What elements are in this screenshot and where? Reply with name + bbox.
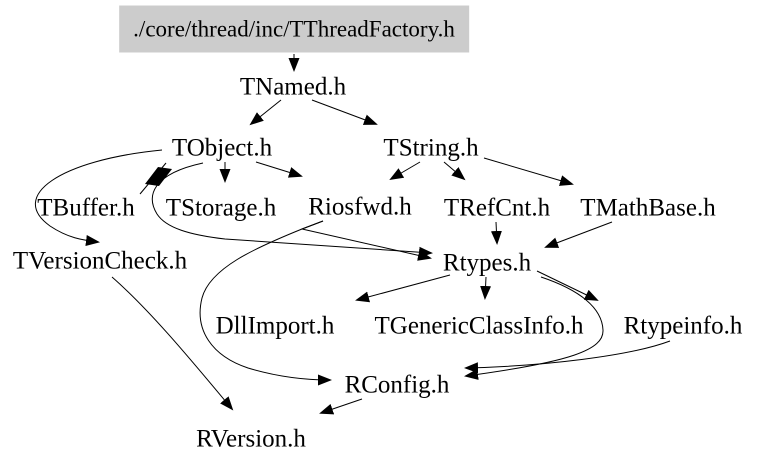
edge-tnamed-to-tobject [249, 99, 282, 126]
edge-rtypes-to-tgenericclassinfo [480, 276, 492, 300]
edge-tstring-to-trefcnt [443, 161, 466, 181]
node-tbuffer[interactable]: TBuffer.h [37, 194, 135, 222]
edge-rtypes-to-rconfig [464, 276, 604, 380]
node-tnamed[interactable]: TNamed.h [239, 73, 347, 101]
edge-tmathbase-to-rtypes [544, 221, 613, 248]
node-trefcnt[interactable]: TRefCnt.h [443, 194, 551, 222]
edge-riosfwd-to-rconfig [199, 220, 332, 386]
node-rconfig[interactable]: RConfig.h [344, 371, 450, 399]
edge-tobject-to-rtypes [151, 162, 433, 258]
node-tstorage[interactable]: TStorage.h [165, 194, 277, 222]
edge-tnamed-to-tstring [311, 99, 378, 125]
edge-rconfig-to-rversion [319, 398, 363, 415]
edge-tobject-to-tversioncheck [35, 149, 163, 246]
edge-riosfwd-to-rtypes [300, 220, 432, 261]
edge-rtypes-to-dllimport [355, 274, 451, 303]
node-tobject[interactable]: TObject.h [171, 134, 273, 162]
node-rversion[interactable]: RVersion.h [196, 425, 306, 453]
node-rtypes[interactable]: Rtypes.h [442, 249, 532, 277]
node-tversioncheck[interactable]: TVersionCheck.h [12, 247, 188, 275]
mutual-include-arrowheads [145, 167, 172, 186]
node-rtypeinfo[interactable]: Rtypeinfo.h [623, 312, 743, 340]
node-dllimport[interactable]: DllImport.h [215, 312, 335, 340]
node-riosfwd[interactable]: Riosfwd.h [308, 193, 412, 221]
edge-tversioncheck-to-rversion [111, 276, 234, 411]
edge-rtypeinfo-to-rconfig [464, 340, 671, 374]
edge-trefcnt-to-rtypes [490, 221, 502, 245]
edge-tobject-to-riosfwd [255, 161, 303, 178]
node-tmathbase[interactable]: TMathBase.h [580, 194, 716, 222]
node-tgenericclassinfo[interactable]: TGenericClassInfo.h [374, 312, 584, 340]
edge-tstring-to-riosfwd [389, 161, 421, 181]
node-root[interactable]: ./core/thread/inc/TThreadFactory.h [119, 5, 469, 53]
edge-rtypes-to-rtypeinfo [536, 270, 599, 301]
edge-tstring-to-tmathbase [483, 157, 574, 186]
node-tstring[interactable]: TString.h [383, 134, 479, 162]
